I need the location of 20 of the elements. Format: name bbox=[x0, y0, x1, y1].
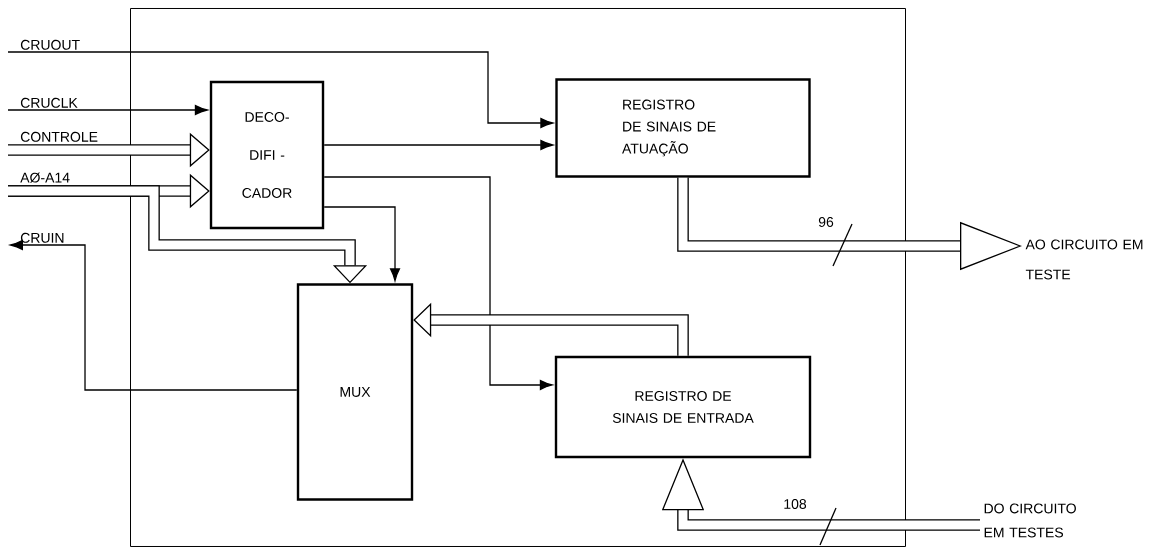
signal-arrow bbox=[323, 139, 554, 150]
signal-arrow bbox=[10, 239, 298, 391]
signal-arrow bbox=[7, 104, 208, 116]
bus-width-label: 96 bbox=[817, 216, 835, 228]
signal-label: CRUIN bbox=[20, 232, 64, 243]
signal-label: CRUOUT bbox=[20, 39, 80, 50]
decoder-box: DECO- DIFI - CADOR bbox=[209, 80, 325, 230]
signal-label: CRUCLK bbox=[20, 97, 78, 108]
signal-label: CONTROLE bbox=[20, 131, 98, 142]
bus-width-label: 108 bbox=[782, 498, 808, 510]
output-label: AO CIRCUITO EM TESTE bbox=[1025, 239, 1143, 280]
signal-arrow bbox=[323, 176, 553, 391]
register-box: REGISTRO DE SINAIS DE ENTRADA bbox=[554, 355, 812, 459]
input-label: DO CIRCUITO EM TESTES bbox=[984, 503, 1076, 538]
register-box: REGISTRO DE SINAIS DE ATUAÇÃO bbox=[555, 78, 811, 178]
signal-arrow bbox=[323, 206, 401, 282]
signal-label: AØ-A14 bbox=[20, 172, 70, 183]
multiplexer-box: MUX bbox=[296, 283, 414, 501]
signal-arrow bbox=[7, 51, 554, 129]
board-outline bbox=[130, 8, 906, 547]
